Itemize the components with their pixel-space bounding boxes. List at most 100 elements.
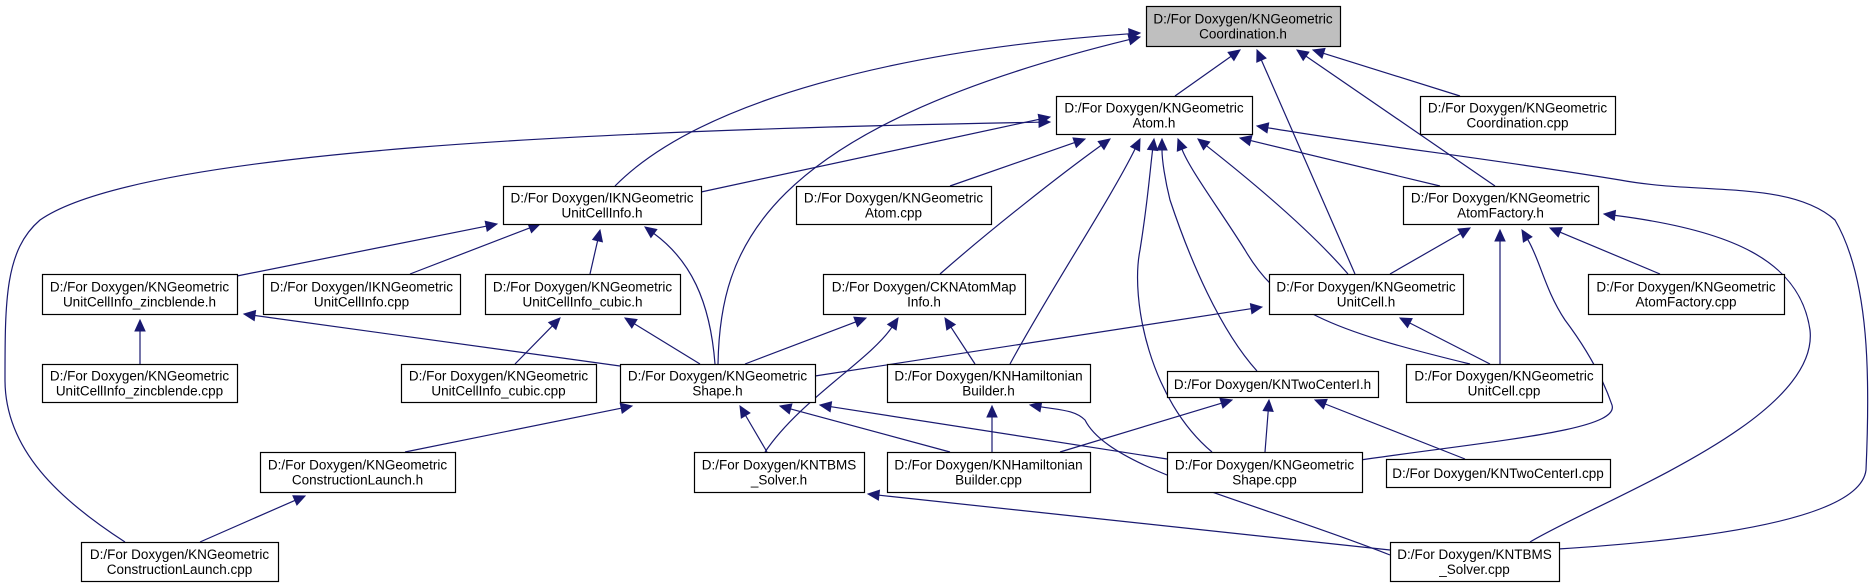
arrowhead-icon [886,316,899,331]
node-box [1405,363,1604,404]
arrowhead-icon [1249,303,1264,315]
node-constr-cpp[interactable]: D:/For Doxygen/KNGeometricConstructionLa… [80,541,280,583]
node-iucinfo-cpp[interactable]: D:/For Doxygen/IKNGeometricUnitCellInfo.… [262,273,462,316]
node-label-line: AtomFactory.h [1457,206,1544,221]
node-coord-cpp[interactable]: D:/For Doxygen/KNGeometricCoordination.c… [1419,95,1617,136]
arrowhead-icon [1262,398,1274,412]
arrowhead-icon [1227,49,1241,62]
edge-line [950,326,976,365]
edge-cubic_cpp-to-cubic_h [514,317,561,365]
arrowhead-icon [1072,137,1087,149]
edge-atom_cpp-to-atom_h [949,137,1087,187]
edge-line [1040,406,1391,556]
node-label-line: D:/For Doxygen/KNGeometric [90,547,270,562]
edge-solver_h-to-shape_h [739,404,768,453]
node-label-line: UnitCellInfo.cpp [314,295,409,310]
arrowhead-icon [1097,138,1111,151]
arrowhead-icon [484,220,499,232]
arrowhead-icon [1311,47,1326,59]
node-box [1389,541,1561,583]
arrowhead-icon [1028,401,1043,413]
node-solver-h[interactable]: D:/For Doxygen/KNTBMS_Solver.h [693,451,866,494]
edge-solver_cpp-to-atom_h [1255,122,1869,550]
arrowhead-icon [134,318,146,332]
node-label-line: D:/For Doxygen/KNTBMS [702,458,857,473]
node-box [80,541,280,583]
edge-unitcell_h-to-coord_h [1256,48,1356,275]
arrowhead-icon [644,226,658,239]
arrowhead-icon [818,401,833,413]
arrowhead-icon [1156,137,1168,151]
edge-line [1206,145,1349,275]
arrowhead-icon [778,403,793,415]
node-atomfactory-cpp[interactable]: D:/For Doxygen/KNGeometricAtomFactory.cp… [1587,273,1786,316]
edge-atomfactory_cpp-to-atomfactory_h [1548,227,1661,275]
node-zinc-h[interactable]: D:/For Doxygen/KNGeometricUnitCellInfo_z… [41,273,239,316]
edge-line [4,121,1040,543]
node-cubic-h[interactable]: D:/For Doxygen/KNGeometricUnitCellInfo_c… [484,273,682,316]
node-box [822,273,1027,316]
edge-line [1009,148,1136,365]
edge-line [1529,214,1811,543]
edge-line [653,233,716,365]
arrowhead-icon [1313,398,1328,410]
edge-unitcell_cpp-to-atom_h [1176,137,1471,365]
node-constr-h[interactable]: D:/For Doxygen/KNGeometricConstructionLa… [259,451,457,494]
node-box [484,273,682,316]
node-twocenter-cpp[interactable]: D:/For Doxygen/KNTwoCenterI.cpp [1385,458,1612,489]
node-label-line: D:/For Doxygen/KNGeometric [50,280,230,295]
node-box [1166,451,1364,494]
node-label-line: UnitCellInfo.h [561,206,642,221]
node-label-line: UnitCellInfo_zincblende.cpp [56,384,223,399]
node-box [400,363,598,404]
node-label-line: D:/For Doxygen/IKNGeometric [270,280,453,295]
edge-unitcell_h-to-atom_h [1197,138,1349,275]
edge-iucinfo_cpp-to-iucinfo_h [409,222,542,275]
edge-line [634,323,701,365]
arrowhead-icon [1146,137,1159,152]
node-label-line: D:/For Doxygen/KNGeometric [493,280,673,295]
node-label-line: D:/For Doxygen/KNHamiltonian [894,458,1082,473]
node-label-line: D:/For Doxygen/KNGeometric [1428,101,1608,116]
node-zinc-cpp[interactable]: D:/For Doxygen/KNGeometricUnitCellInfo_z… [41,363,239,404]
arrowhead-icon [1176,137,1188,152]
node-label-line: D:/For Doxygen/KNGeometric [1414,369,1594,384]
node-label-line: _Solver.h [750,473,807,488]
node-cubic-cpp[interactable]: D:/For Doxygen/KNGeometricUnitCellInfo_c… [400,363,598,404]
node-label-line: D:/For Doxygen/KNGeometric [1276,280,1456,295]
edge-line [878,494,1391,551]
edge-line [404,407,622,453]
node-solver-cpp[interactable]: D:/For Doxygen/KNTBMS_Solver.cpp [1389,541,1561,583]
edge-line [745,415,768,453]
edge-line [1324,403,1466,460]
node-label-line: D:/For Doxygen/KNGeometric [804,191,984,206]
arrowhead-icon [944,316,957,331]
arrowhead-icon [1255,122,1270,134]
arrowhead-icon [986,404,998,418]
node-iucinfo-h[interactable]: D:/For Doxygen/IKNGeometricUnitCellInfo.… [502,185,703,226]
node-label-line: D:/For Doxygen/KNGeometric [50,369,230,384]
node-label-line: D:/For Doxygen/KNGeometric [1175,458,1355,473]
arrowhead-icon [547,317,561,331]
node-twocenter-h[interactable]: D:/For Doxygen/KNTwoCenterI.h [1166,370,1380,399]
node-box [1055,95,1254,136]
edge-hambuilder_cpp-to-shape_h [778,403,951,453]
arrowhead-icon [1521,228,1533,243]
arrowhead-icon [1129,137,1141,152]
node-label-line: D:/For Doxygen/KNHamiltonian [894,369,1082,384]
node-label-line: D:/For Doxygen/KNGeometric [1596,280,1776,295]
node-label-line: UnitCellInfo_cubic.cpp [431,384,565,399]
node-label-line: Atom.h [1133,116,1176,131]
edge-twocenter_cpp-to-twocenter_h [1313,398,1466,460]
node-box [262,273,462,316]
